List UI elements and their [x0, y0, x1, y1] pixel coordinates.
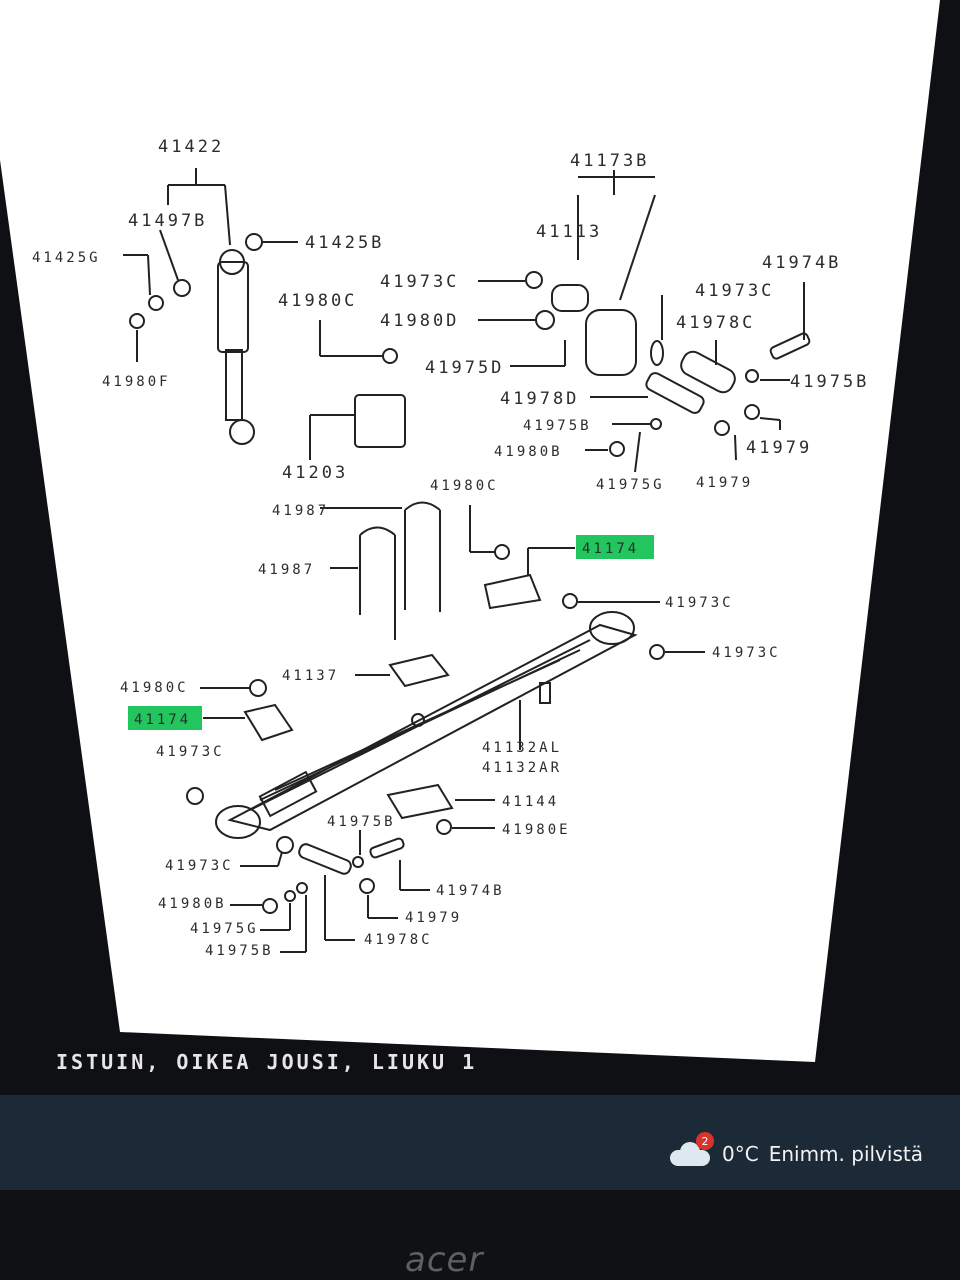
part-label[interactable]: 41973C — [156, 744, 225, 760]
part-label[interactable]: 41980D — [380, 311, 459, 331]
part-label[interactable]: 41979 — [405, 910, 462, 926]
diagram-caption: ISTUIN, OIKEA JOUSI, LIUKU 1 — [56, 1050, 478, 1074]
part-label[interactable]: 41980F — [102, 374, 171, 390]
part-label[interactable]: 41980B — [158, 896, 227, 912]
part-label[interactable]: 41975B — [205, 943, 274, 959]
part-label[interactable]: 41980E — [502, 822, 571, 838]
part-label[interactable]: 41975B — [790, 372, 869, 392]
part-label[interactable]: 41980C — [278, 291, 357, 311]
part-label[interactable]: 41978C — [364, 932, 433, 948]
weather-condition: Enimm. pilvistä — [768, 1142, 923, 1166]
highlight-41174-lower — [128, 706, 202, 730]
cloud-icon: 2 — [668, 1132, 714, 1168]
part-label[interactable]: 41978D — [500, 389, 579, 409]
part-label[interactable]: 41974B — [762, 253, 841, 273]
notification-badge: 2 — [696, 1132, 714, 1150]
part-label[interactable]: 41979 — [696, 475, 753, 491]
part-label[interactable]: 41497B — [128, 211, 207, 231]
part-label[interactable]: 41987 — [272, 503, 329, 519]
part-label[interactable]: 41973C — [665, 595, 734, 611]
part-label-highlighted[interactable]: 41174 — [134, 712, 191, 728]
part-label[interactable]: 41973C — [380, 272, 459, 292]
part-label[interactable]: 41987 — [258, 562, 315, 578]
monitor-bezel — [0, 1190, 960, 1280]
part-label[interactable]: 41973C — [712, 645, 781, 661]
part-label[interactable]: 41978C — [676, 313, 755, 333]
part-label[interactable]: 41980C — [430, 478, 499, 494]
part-label[interactable]: 41203 — [282, 463, 348, 483]
part-label[interactable]: 41980C — [120, 680, 189, 696]
taskbar — [0, 1095, 960, 1190]
part-label[interactable]: 41973C — [695, 281, 774, 301]
part-label-highlighted[interactable]: 41174 — [582, 541, 639, 557]
part-label[interactable]: 41137 — [282, 668, 339, 684]
temperature: 0°C — [722, 1142, 759, 1166]
parts-diagram: 41422 41497B 41425G 41425B 41980F 41980C… — [32, 137, 869, 959]
part-label[interactable]: 41425B — [305, 233, 384, 253]
part-label[interactable]: 41980B — [494, 444, 563, 460]
part-label[interactable]: 41975G — [596, 477, 665, 493]
part-label[interactable]: 41425G — [32, 250, 101, 266]
part-label[interactable]: 41173B — [570, 151, 649, 171]
part-label[interactable]: 41422 — [158, 137, 224, 157]
part-label[interactable]: 41113 — [536, 222, 602, 242]
part-label[interactable]: 41975D — [425, 358, 504, 378]
part-label[interactable]: 41144 — [502, 794, 559, 810]
part-label[interactable]: 41974B — [436, 883, 505, 899]
part-label[interactable]: 41979 — [746, 438, 812, 458]
part-label[interactable]: 41132AL — [482, 740, 562, 756]
screen: 41422 41497B 41425G 41425B 41980F 41980C… — [0, 0, 960, 1190]
highlight-41174-upper — [576, 535, 654, 559]
part-label[interactable]: 41975G — [190, 921, 259, 937]
part-label[interactable]: 41975B — [327, 814, 396, 830]
weather-widget[interactable]: 2 0°C Enimm. pilvistä — [668, 1132, 923, 1168]
part-label[interactable]: 41973C — [165, 858, 234, 874]
monitor-brand-logo: acer — [405, 1240, 484, 1280]
part-label[interactable]: 41975B — [523, 418, 592, 434]
part-label[interactable]: 41132AR — [482, 760, 562, 776]
